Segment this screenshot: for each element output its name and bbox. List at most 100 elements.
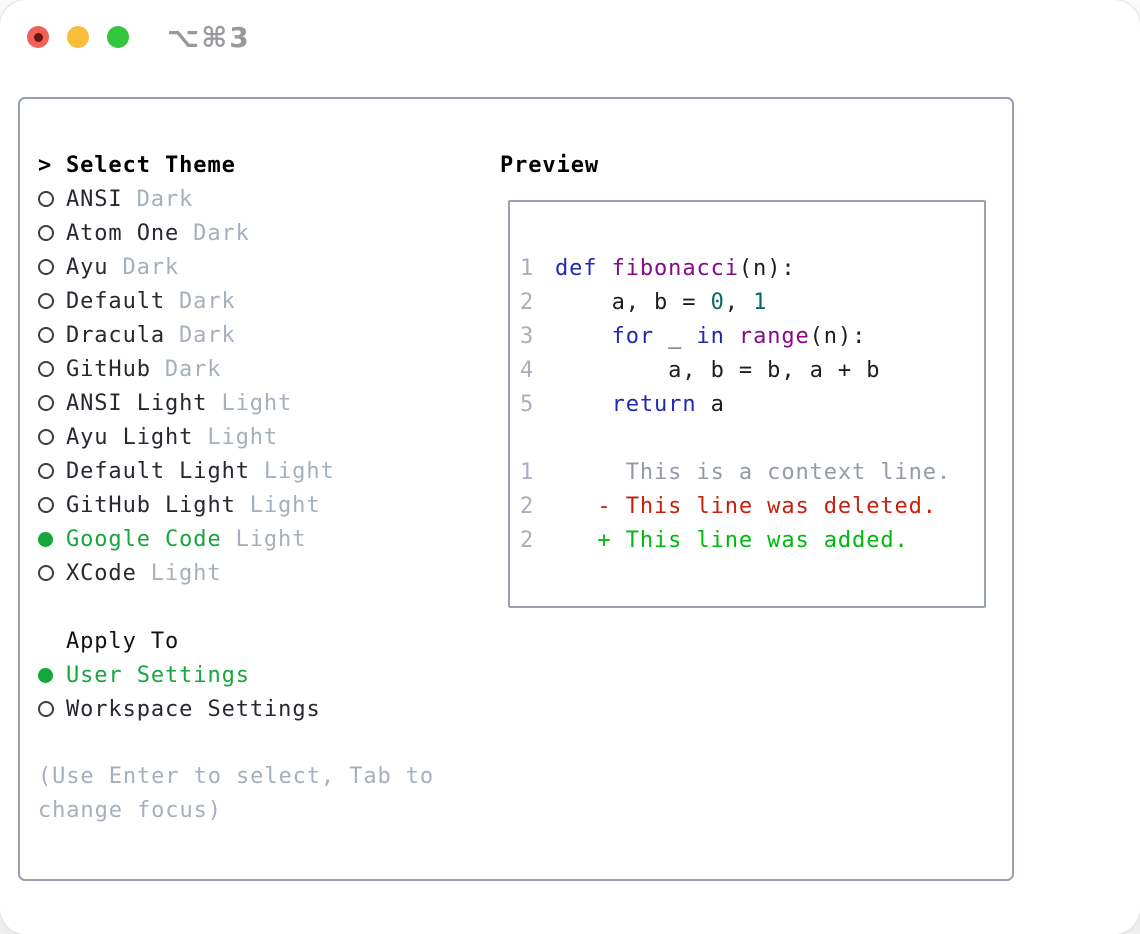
- theme-item-variant: Light: [150, 560, 222, 586]
- theme-item[interactable]: ANSI Dark: [38, 182, 472, 216]
- radio-icon: [38, 327, 66, 343]
- radio-icon: [38, 497, 66, 513]
- radio-ring: [38, 191, 54, 207]
- code-line: 5 return a: [520, 387, 984, 421]
- radio-icon: [38, 701, 66, 717]
- theme-item-name: ANSI Light: [66, 390, 208, 416]
- spacer: [38, 590, 472, 624]
- diff-line-deleted: 2 - This line was deleted.: [520, 489, 984, 523]
- close-button[interactable]: [27, 26, 49, 48]
- code-token: 0: [710, 289, 725, 315]
- diff-line-context: 1 This is a context line.: [520, 455, 984, 489]
- theme-item-name: Default: [66, 288, 166, 314]
- theme-item-name: Ayu Light: [66, 424, 194, 450]
- titlebar: ⌥⌘3: [0, 0, 1140, 74]
- code-token: [725, 324, 739, 349]
- apply-to-item-name: Workspace Settings: [66, 696, 321, 722]
- theme-item-variant: Dark: [179, 288, 236, 314]
- code-token: 1: [753, 289, 768, 315]
- help-text: (Use Enter to select, Tab to change focu…: [38, 764, 435, 823]
- radio-ring: [38, 225, 54, 241]
- radio-icon: [38, 225, 66, 241]
- apply-to-item-name: User Settings: [66, 662, 250, 688]
- code-token: return: [611, 391, 697, 417]
- theme-item-name: Default Light: [66, 458, 250, 484]
- diff-text: - This line was deleted.: [555, 493, 937, 519]
- theme-item-name: Google Code: [66, 526, 222, 552]
- code-token: _: [654, 323, 697, 349]
- theme-item-variant: Light: [221, 390, 293, 416]
- apply-to-title: Apply To: [66, 628, 180, 654]
- preview-title-row: Preview: [500, 148, 599, 182]
- cursor-icon: >: [38, 152, 53, 178]
- select-theme-title: Select Theme: [66, 152, 236, 178]
- radio-ring: [38, 463, 54, 479]
- code-token: ,: [724, 289, 754, 315]
- code-token: for: [611, 323, 655, 349]
- code-token: def: [555, 255, 598, 281]
- radio-icon: [38, 429, 66, 445]
- theme-item-name: Atom One: [66, 220, 180, 246]
- theme-item[interactable]: ANSI Light Light: [38, 386, 472, 420]
- theme-item[interactable]: GitHub Light Light: [38, 488, 472, 522]
- radio-ring: [38, 565, 54, 581]
- radio-icon: [38, 361, 66, 377]
- theme-item-variant: Light: [263, 458, 335, 484]
- radio-ring: [38, 293, 54, 309]
- spacer: [38, 726, 472, 760]
- code-token: [597, 256, 611, 281]
- theme-item-name: GitHub Light: [66, 492, 236, 518]
- radio-ring: [38, 361, 54, 377]
- theme-item-variant: Dark: [164, 356, 222, 382]
- code-line: 2 a, b = 0, 1: [520, 285, 984, 319]
- theme-item-name: ANSI: [66, 186, 123, 212]
- radio-ring: [38, 429, 54, 445]
- theme-item[interactable]: Default Dark: [38, 284, 472, 318]
- minimize-button[interactable]: [67, 26, 89, 48]
- theme-item[interactable]: XCode Light: [38, 556, 472, 590]
- apply-to-item[interactable]: User Settings: [38, 658, 472, 692]
- diff-text: + This line was added.: [555, 527, 909, 553]
- radio-icon: [38, 565, 66, 581]
- radio-icon: [38, 191, 66, 207]
- zoom-button[interactable]: [107, 26, 129, 48]
- code-line: 3 for _ in range(n):: [520, 319, 984, 353]
- radio-dot: [38, 531, 53, 547]
- code-token: fibonacci: [611, 255, 739, 281]
- preview-title: Preview: [500, 152, 600, 178]
- radio-icon: [38, 463, 66, 479]
- theme-selector-panel: [18, 97, 1014, 881]
- diff-preview: 1 This is a context line.2 - This line w…: [520, 455, 984, 557]
- code-token: [555, 392, 612, 417]
- line-number: 1: [520, 459, 535, 485]
- line-number: 3: [520, 323, 535, 349]
- theme-item-name: GitHub: [66, 356, 151, 382]
- theme-item[interactable]: Default Light Light: [38, 454, 472, 488]
- theme-item-variant: Light: [249, 492, 321, 518]
- radio-ring: [38, 701, 54, 717]
- window-shortcut-label: ⌥⌘3: [167, 20, 251, 54]
- code-token: a: [696, 391, 725, 417]
- radio-ring: [38, 497, 54, 513]
- code-token: (n):: [809, 323, 867, 349]
- apply-to-item[interactable]: Workspace Settings: [38, 692, 472, 726]
- theme-item-name: XCode: [66, 560, 137, 586]
- theme-item[interactable]: GitHub Dark: [38, 352, 472, 386]
- theme-item-variant: Dark: [122, 254, 180, 280]
- code-token: a, b = b, a + b: [555, 357, 881, 383]
- theme-item-variant: Dark: [136, 186, 194, 212]
- radio-icon: [38, 395, 66, 411]
- radio-ring: [38, 395, 54, 411]
- radio-dot: [38, 667, 53, 683]
- line-number: 2: [520, 289, 535, 315]
- code-token: [555, 324, 612, 349]
- radio-ring: [38, 327, 54, 343]
- diff-text: This is a context line.: [555, 459, 952, 485]
